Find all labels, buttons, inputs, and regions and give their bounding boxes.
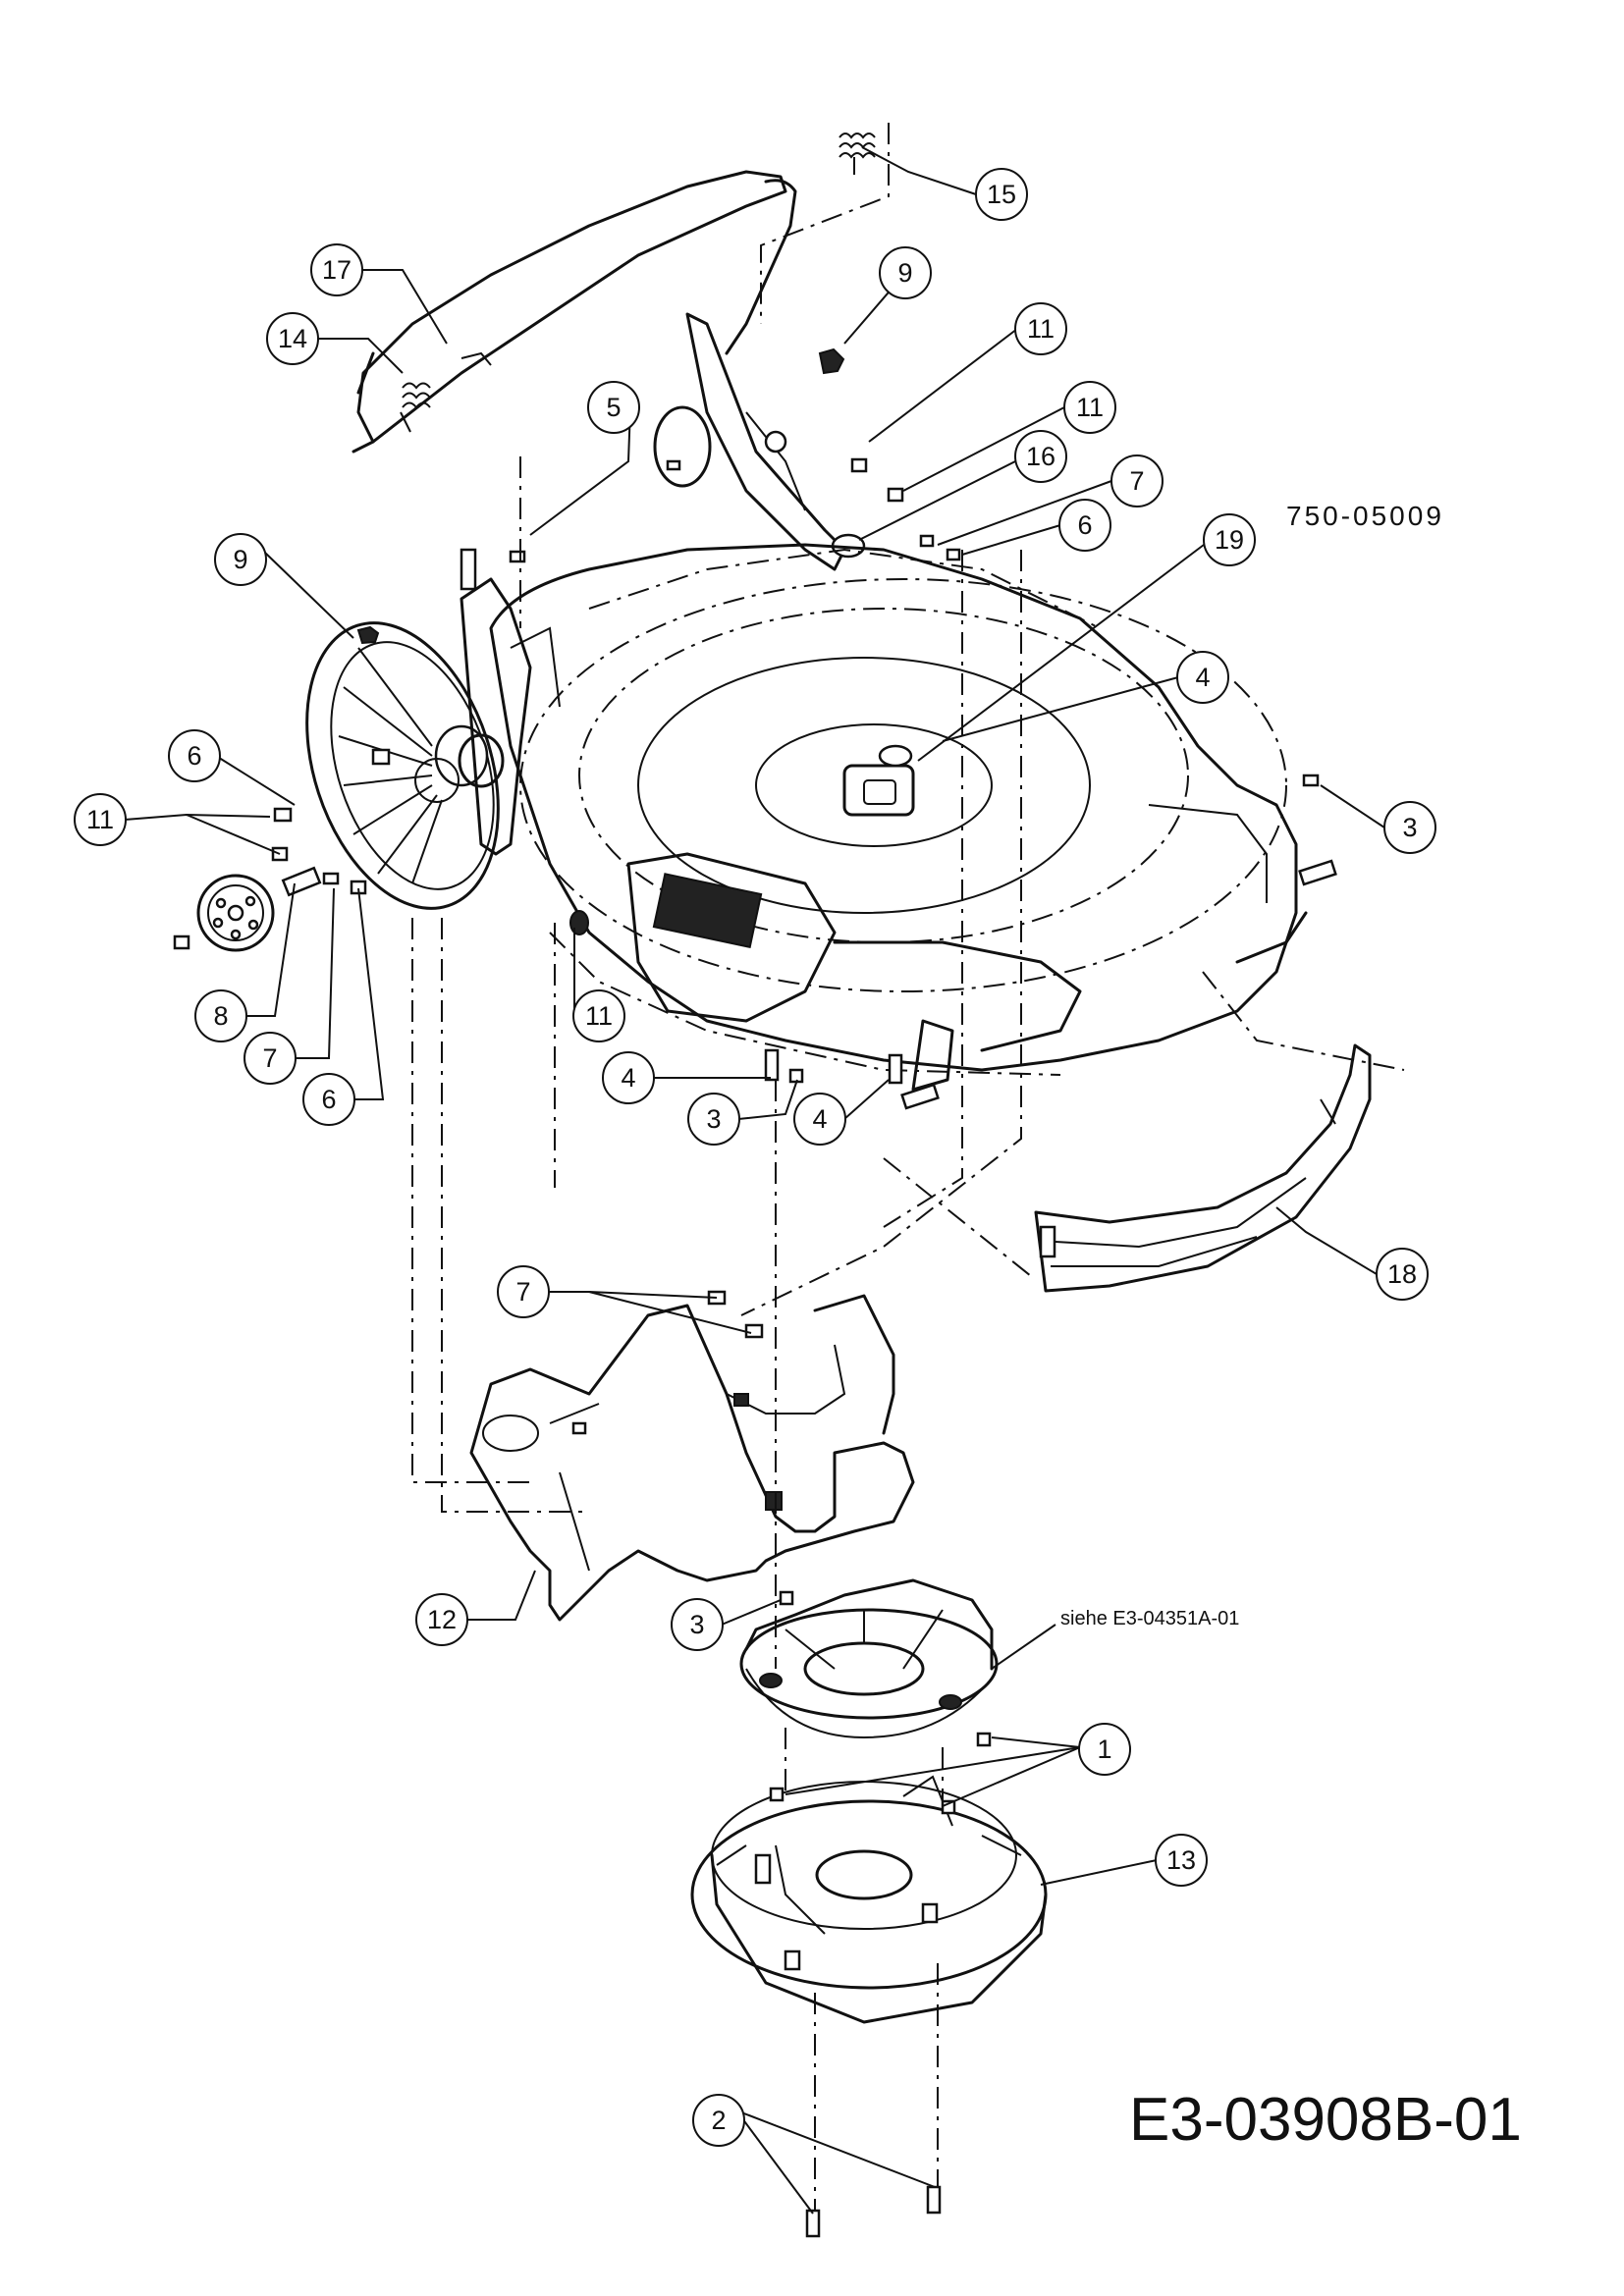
pivot-boss (764, 430, 787, 454)
svg-text:18: 18 (1387, 1259, 1417, 1289)
callout-6: 6 (168, 729, 221, 782)
svg-text:16: 16 (1026, 442, 1056, 471)
svg-text:11: 11 (86, 805, 114, 834)
callout-7: 7 (497, 1265, 550, 1318)
callout-11: 11 (74, 793, 127, 846)
callout-2: 2 (692, 2094, 745, 2147)
blade-adapter (739, 1578, 999, 1739)
spring-icon (839, 133, 876, 175)
callout-17: 17 (310, 243, 363, 296)
assembly-lines (411, 123, 1405, 2211)
axle-hardware (173, 807, 589, 950)
callout-9: 9 (879, 246, 932, 299)
svg-text:14: 14 (278, 324, 307, 353)
callout-19: 19 (1203, 513, 1256, 566)
callout-6: 6 (1058, 499, 1111, 552)
svg-text:15: 15 (987, 180, 1016, 209)
svg-text:3: 3 (706, 1104, 721, 1134)
svg-text:3: 3 (689, 1610, 704, 1639)
drawing-id: E3-03908B-01 (1129, 2086, 1522, 2154)
callout-8: 8 (194, 989, 247, 1042)
svg-text:5: 5 (606, 393, 621, 422)
svg-text:8: 8 (213, 1001, 228, 1031)
svg-text:6: 6 (187, 741, 201, 771)
svg-text:9: 9 (233, 545, 247, 574)
rear-axle-bolt (1298, 774, 1337, 886)
blade-cover-bowl (690, 1775, 1048, 2024)
callout-6: 6 (302, 1073, 355, 1126)
reference-note: siehe E3-04351A-01 (1060, 1608, 1239, 1629)
svg-text:3: 3 (1402, 813, 1417, 842)
svg-text:4: 4 (621, 1063, 635, 1093)
svg-text:12: 12 (427, 1605, 457, 1634)
bowl-screws (769, 1590, 992, 2238)
svg-text:13: 13 (1166, 1845, 1196, 1875)
rear-flap-assembly (352, 170, 846, 571)
svg-text:6: 6 (321, 1085, 336, 1114)
svg-text:7: 7 (262, 1043, 277, 1073)
callout-15: 15 (975, 168, 1028, 221)
deck-fasteners (764, 1019, 954, 1110)
callout-4: 4 (1176, 651, 1229, 704)
hardware-parts (509, 347, 961, 563)
callout-14: 14 (266, 312, 319, 365)
callout-18: 18 (1376, 1248, 1429, 1301)
chute-screws (707, 1290, 764, 1339)
svg-text:7: 7 (1129, 466, 1144, 496)
svg-text:11: 11 (585, 1001, 613, 1031)
callout-12: 12 (415, 1593, 468, 1646)
discharge-chute (469, 1294, 915, 1622)
svg-text:11: 11 (1076, 393, 1104, 422)
svg-text:1: 1 (1097, 1735, 1111, 1764)
height-adjust-bracket (460, 548, 561, 856)
callout-9: 9 (214, 533, 267, 586)
svg-text:6: 6 (1077, 510, 1092, 540)
callout-11: 11 (572, 989, 625, 1042)
callout-3: 3 (671, 1598, 724, 1651)
drive-gear-icon (196, 874, 275, 952)
svg-text:4: 4 (1195, 663, 1210, 692)
callout-3: 3 (687, 1093, 740, 1146)
svg-text:7: 7 (515, 1277, 530, 1307)
mower-deck (489, 543, 1308, 1076)
callout-7: 7 (1110, 454, 1164, 507)
callout-11: 11 (1063, 381, 1116, 434)
svg-text:4: 4 (812, 1104, 827, 1134)
callout-1: 1 (1078, 1723, 1131, 1776)
svg-text:17: 17 (322, 255, 352, 285)
spring-icon (400, 382, 431, 433)
part-number: 750-05009 (1286, 501, 1444, 531)
svg-text:19: 19 (1215, 525, 1244, 555)
callout-13: 13 (1155, 1834, 1208, 1887)
leader-lines (124, 146, 1385, 2215)
svg-text:11: 11 (1027, 314, 1055, 344)
callout-3: 3 (1383, 801, 1436, 854)
callout-16: 16 (1014, 430, 1067, 483)
svg-text:9: 9 (897, 258, 912, 288)
callout-4: 4 (602, 1051, 655, 1104)
callout-7: 7 (244, 1032, 297, 1085)
callout-11: 11 (1014, 302, 1067, 355)
callout-4: 4 (793, 1093, 846, 1146)
svg-text:2: 2 (711, 2106, 726, 2135)
callout-5: 5 (587, 381, 640, 434)
rear-guard (1034, 1043, 1372, 1293)
